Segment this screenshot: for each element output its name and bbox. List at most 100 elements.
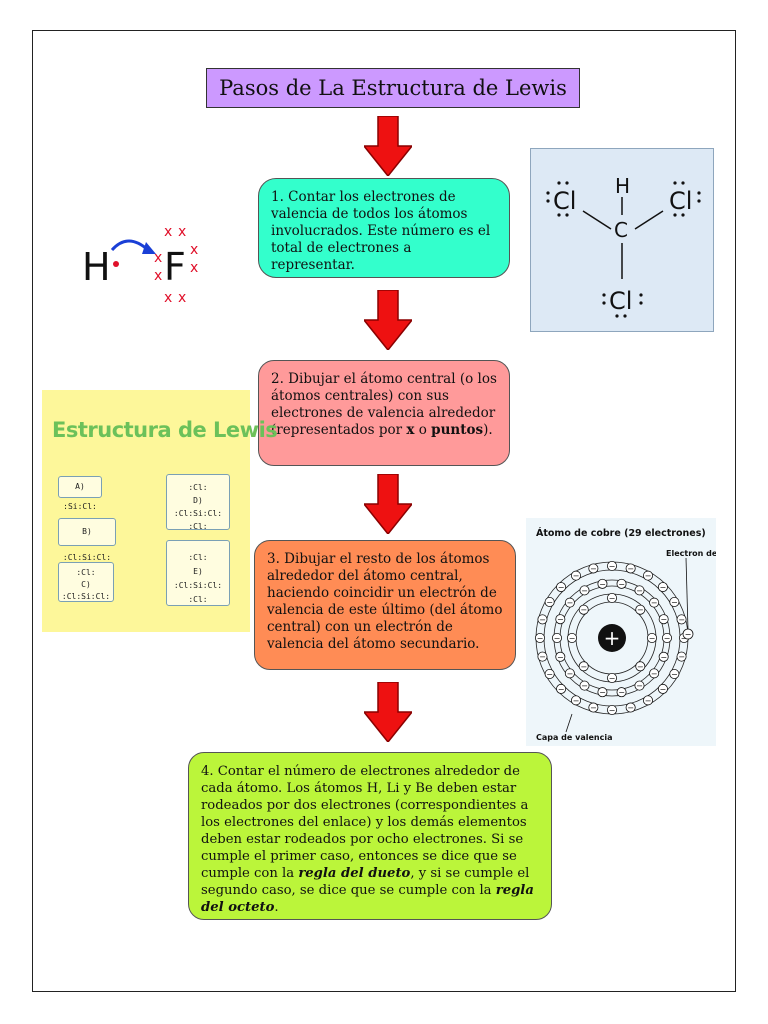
down-arrow-4 (364, 682, 412, 742)
electron (571, 695, 582, 706)
down-arrow-2 (364, 290, 412, 350)
chcl3-cl-right: Cl (669, 187, 692, 215)
electron (534, 633, 545, 644)
electron-sign: − (681, 634, 688, 643)
step-3-text: 3. Dibujar el resto de los átomos alrede… (267, 551, 503, 652)
electron-sign: − (546, 670, 553, 679)
electron (643, 570, 654, 581)
copper-atom-diagram: Átomo de cobre (29 electrones) Electron … (534, 527, 757, 742)
estructura-lewis-image: Estructura de Lewis A) :Si:Cl: B) :Cl:Si… (42, 390, 278, 632)
electron-sign: − (558, 685, 565, 694)
step-4-text-b: , y si se cumple el segundo caso, se dic… (201, 866, 530, 898)
electron-sign: − (636, 586, 643, 595)
electron (579, 585, 590, 596)
electron-sign: − (554, 634, 561, 643)
electron-sign: − (609, 674, 616, 683)
electron-sign: − (546, 598, 553, 607)
atom-label-electron: Electron de valencia (666, 549, 716, 558)
lewis-option-d: :Cl: D) :Cl:Si:Cl: :Cl: (166, 474, 230, 531)
electron (537, 614, 548, 625)
electron-sign: − (599, 580, 606, 589)
lewis-option-b: B) :Cl:Si:Cl: (58, 518, 116, 562)
step-2-puntos: puntos (431, 422, 484, 438)
electron (588, 563, 599, 574)
electron (649, 597, 660, 608)
chcl3-cl-left: Cl (553, 187, 576, 215)
electron (635, 661, 646, 672)
electron (657, 683, 668, 694)
electron-sign: − (664, 634, 671, 643)
electron-sign: − (678, 653, 685, 662)
step-4-box: 4. Contar el número de electrones alrede… (188, 752, 552, 920)
electron-sign: − (678, 615, 685, 624)
electron (579, 680, 590, 691)
electron-sign: − (567, 599, 574, 608)
electron (607, 593, 618, 604)
electron (544, 668, 555, 679)
lewis-option-e: :Cl: E) :Cl:Si:Cl: :Cl: (166, 540, 230, 606)
electron (556, 683, 567, 694)
electron (551, 633, 562, 644)
electron (643, 695, 654, 706)
electron (649, 668, 660, 679)
electron (556, 582, 567, 593)
electron-sign: − (645, 572, 652, 581)
electron (634, 680, 645, 691)
electron-sign: − (618, 688, 625, 697)
electron-sign: − (569, 634, 576, 643)
lewis-option-a: A) :Si:Cl: (58, 476, 102, 511)
electron (555, 614, 566, 625)
electron-sign: − (645, 696, 652, 705)
step-2-end: ). (483, 422, 493, 438)
electron (567, 633, 578, 644)
electron-sign: − (671, 598, 678, 607)
electron-sign: − (627, 564, 634, 573)
electron (571, 570, 582, 581)
valence-electron (682, 628, 694, 640)
electron-sign: − (660, 615, 667, 624)
electron-sign: − (580, 606, 587, 615)
electron-sign: − (567, 669, 574, 678)
electron (555, 651, 566, 662)
lewis-option-c: :Cl: C) :Cl:Si:Cl: (58, 562, 114, 602)
electron (578, 604, 589, 615)
electron-sign: − (581, 586, 588, 595)
electron (658, 614, 669, 625)
step-1-text: 1. Contar los electrones de valencia de … (271, 189, 491, 273)
electron (597, 578, 608, 589)
step-2-box: 2. Dibujar el átomo central (o los átomo… (258, 360, 510, 466)
electron-sign: − (599, 688, 606, 697)
svg-text:x: x (164, 290, 172, 306)
electron-sign: − (609, 706, 616, 715)
electron-sign: − (609, 594, 616, 603)
electron-sign: − (637, 606, 644, 615)
step-1-box: 1. Contar los electrones de valencia de … (258, 178, 510, 278)
chcl3-cl-bottom: Cl (609, 287, 632, 315)
electron (564, 597, 575, 608)
svg-text:x: x (154, 250, 162, 266)
electron (607, 704, 618, 715)
electron-sign: − (580, 662, 587, 671)
electron-sign: − (618, 580, 625, 589)
electron (616, 687, 627, 698)
electron-sign: − (671, 670, 678, 679)
page-frame (32, 30, 736, 992)
svg-text:x: x (190, 260, 198, 276)
electron-sign: − (590, 564, 597, 573)
electron (669, 668, 680, 679)
electron-sign: − (539, 615, 546, 624)
electron-sign: − (573, 696, 580, 705)
electron-sign: − (581, 682, 588, 691)
electron (607, 672, 618, 683)
electron (625, 702, 636, 713)
step-4-end: . (274, 900, 279, 915)
hf-h-symbol: H (82, 245, 111, 289)
electron-sign: − (557, 615, 564, 624)
electron-sign: − (637, 662, 644, 671)
svg-text:x: x (190, 242, 198, 258)
step-2-x: x (406, 422, 415, 438)
electron (635, 604, 646, 615)
electron (657, 582, 668, 593)
copper-atom-image: Átomo de cobre (29 electrones) Electron … (526, 518, 757, 746)
